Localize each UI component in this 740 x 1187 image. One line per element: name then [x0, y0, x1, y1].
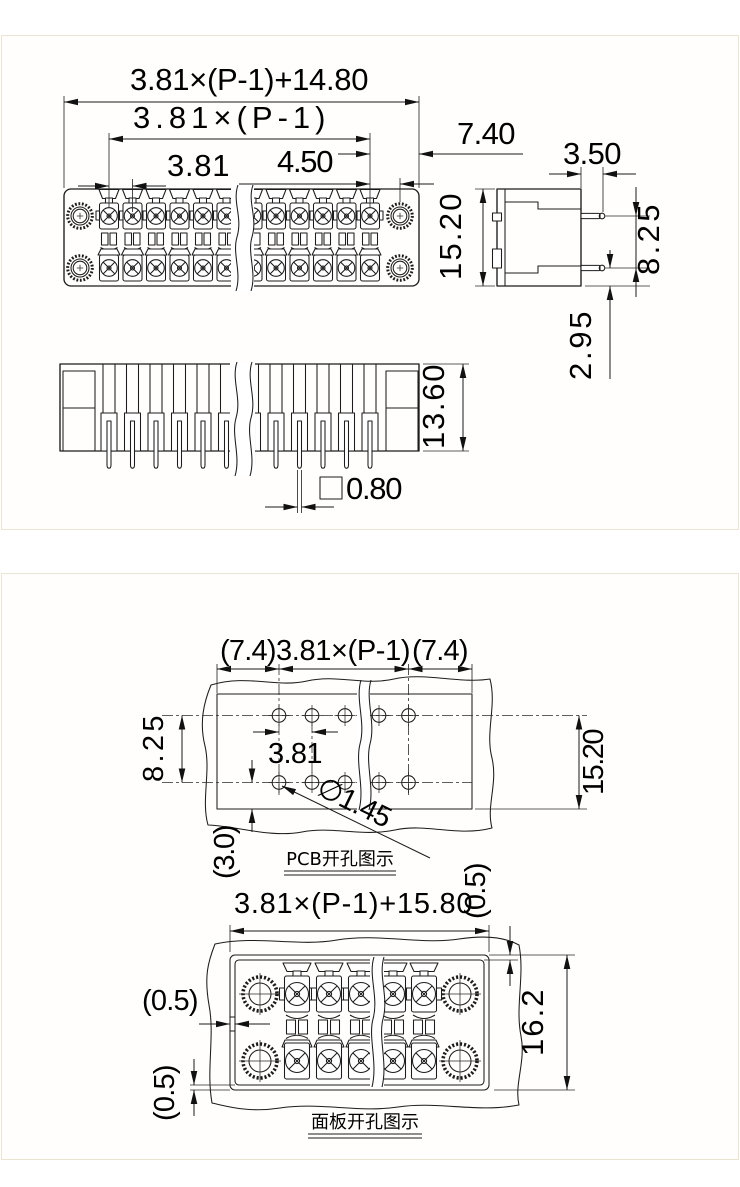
dim-pcb-pin-span: 3.81×(P-1) [276, 635, 410, 667]
product-views-svg: 3.81×(P-1)+14.80 3.81×(P-1) 3.81 4.50 7.… [59, 62, 666, 513]
dim-cutout-height: 16.2 [515, 990, 550, 1056]
dim-gap-left: (0.5) [142, 985, 198, 1017]
dim-cutout-width: 3.81×(P-1)+15.80 [234, 888, 472, 920]
pin [580, 212, 606, 272]
panel-product-views: 3.81×(P-1)+14.80 3.81×(P-1) 3.81 4.50 7.… [1, 35, 739, 530]
panel-view-caption: 面板开孔图示 [311, 1112, 419, 1133]
dim-overall-width: 3.81×(P-1)+14.80 [130, 62, 368, 97]
dim-pin-to-mount-hole: 4.50 [277, 144, 333, 179]
dim-pin-to-bottom: 2.95 [563, 312, 598, 380]
dim-pin-row-spacing: 8.25 [631, 205, 666, 275]
dim-pin-square: 0.80 [346, 471, 402, 506]
dim-pin-span: 3.81×(P-1) [133, 100, 325, 135]
dim-pcb-pitch: 3.81 [268, 738, 322, 770]
dim-pin-to-edge: 7.40 [457, 116, 515, 151]
hole-dia-leader [281, 785, 431, 859]
bottom-view [59, 361, 420, 477]
mounting-diagrams-svg: (7.4) 3.81×(P-1) (7.4) 8.25 3.81 15.20 ∅… [138, 635, 610, 1139]
front-view [63, 184, 420, 292]
pcb-view-caption: PCB开孔图示 [286, 849, 394, 870]
break-gap [231, 185, 254, 291]
dim-pcb-right-margin: (7.4) [412, 635, 468, 667]
panel-mounting-diagrams: (7.4) 3.81×(P-1) (7.4) 8.25 3.81 15.20 ∅… [1, 573, 739, 1160]
panel-cutout-view: 3.81×(P-1)+15.80 (0.5) (0.5) (0.5) 16.2 … [142, 863, 575, 1139]
pcb-outline [201, 676, 495, 835]
pcb-hole-view: (7.4) 3.81×(P-1) (7.4) 8.25 3.81 15.20 ∅… [138, 635, 610, 879]
dim-pcb-row-spacing: 8.25 [138, 716, 170, 782]
cutout-rect [229, 954, 490, 1091]
dim-pcb-height: 15.20 [578, 729, 610, 795]
side-view [491, 188, 606, 287]
dim-top-width: 3.50 [563, 136, 621, 171]
panel-outline [206, 936, 523, 1111]
dim-pcb-left-margin: (7.4) [220, 635, 276, 667]
dim-gap-top: (0.5) [460, 863, 492, 919]
dim-hole-diameter: ∅1.45 [312, 771, 396, 834]
dim-pcb-edge-offset: (3.0) [209, 825, 241, 879]
dim-gap-bottom: (0.5) [149, 1065, 181, 1121]
dim-bottom-height: 13.60 [416, 365, 451, 449]
dim-body-height: 15.20 [433, 194, 468, 280]
square-symbol-icon [319, 476, 343, 500]
caption-underline [308, 1133, 422, 1139]
caption-underline [284, 870, 396, 876]
dim-pitch: 3.81 [167, 148, 229, 183]
